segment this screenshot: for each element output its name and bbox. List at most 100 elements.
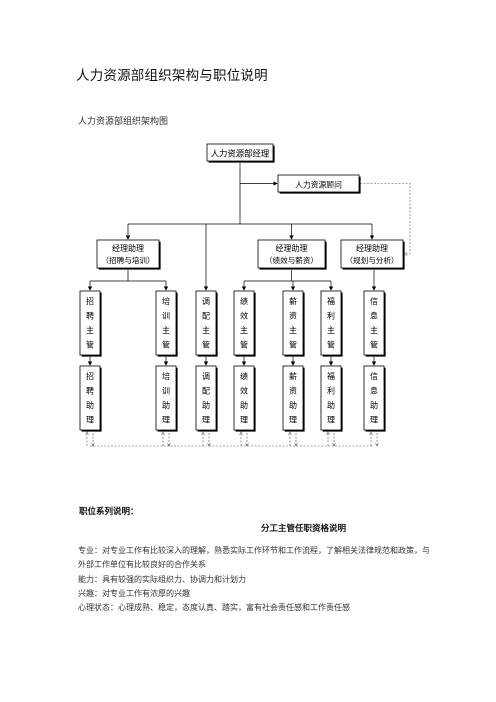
org-chart: 人力资源部经理人力资源顾问经理助理（招聘与培训）经理助理（绩效与薪资）经理助理（… (79, 143, 411, 470)
requirement-interest: 兴趣：对专业工作有浓厚的兴趣 (78, 589, 190, 598)
box-staff-7-char: 助 (370, 400, 378, 410)
requirement-mental-state: 心理状态：心理成熟、稳定，态度认真、踏实，富有社会责任感和工作责任感 (78, 603, 350, 612)
box-staff-2-char: 训 (162, 387, 170, 396)
box-supervisor-6-frame (320, 290, 342, 356)
box-staff-1-char: 聘 (86, 386, 94, 396)
box-assistant-1: 经理助理 （招聘与培训） (96, 239, 161, 270)
chart-caption: 人力资源部组织架构图 (78, 117, 169, 127)
box-supervisor-2-char: 管 (162, 340, 170, 350)
box-supervisor-5-char: 资 (289, 311, 297, 321)
box-supervisor-7-char: 主 (370, 325, 378, 335)
box-supervisor-7-char: 管 (370, 340, 378, 350)
box-staff-3-frame (195, 365, 217, 431)
box-staff-3-char: 调 (202, 372, 210, 381)
box-assistant-1-scope: （招聘与培训） (101, 255, 154, 265)
box-assistant-3-title: 经理助理 (356, 243, 388, 253)
box-staff-6-frame (320, 365, 342, 431)
box-staff-5-frame (282, 365, 304, 431)
box-supervisor-3-char: 管 (202, 340, 210, 350)
box-hr-manager-label: 人力资源部经理 (211, 149, 270, 159)
box-assistant-1-frame (96, 239, 160, 269)
section-label: 职位系列说明： (79, 507, 139, 517)
box-hr-manager-frame (206, 143, 274, 162)
box-staff-7-char: 理 (370, 416, 378, 425)
box-supervisor-6-char: 利 (327, 311, 335, 321)
box-staff-2-char: 理 (162, 416, 170, 425)
box-supervisor-2-char: 培 (162, 296, 170, 306)
box-supervisor-2-frame (155, 290, 177, 356)
requirement-ability: 能力：具有较强的实际组织力、协调力和计划力 (78, 575, 246, 584)
box-staff-6-char: 利 (327, 386, 335, 396)
box-staff-3-char: 助 (202, 400, 210, 410)
box-supervisor-5-frame (282, 290, 304, 356)
box-staff-1-char: 理 (86, 416, 94, 425)
box-supervisor-2-char: 训 (162, 312, 170, 321)
box-supervisor-3-char: 主 (202, 325, 210, 335)
box-staff-2-char: 助 (162, 400, 170, 410)
box-supervisor-2-char: 主 (162, 325, 170, 335)
box-assistant-2-title: 经理助理 (276, 243, 308, 253)
box-assistant-3-frame (340, 239, 404, 269)
box-supervisor-4-char: 主 (240, 325, 248, 335)
dashed-advisor-link (360, 183, 411, 255)
box-supervisor-1-char: 主 (86, 325, 94, 335)
box-supervisor-3-char: 调 (202, 297, 210, 306)
box-supervisor-4-char: 绩 (240, 296, 248, 306)
box-staff-4-char: 助 (240, 400, 248, 410)
box-assistant-1-title: 经理助理 (112, 243, 144, 253)
box-assistant-2: 经理助理（绩效与薪资） (257, 239, 327, 270)
box-supervisor-4-frame (233, 290, 255, 356)
box-staff-4-char: 理 (240, 416, 248, 425)
box-staff-3-char: 理 (202, 416, 210, 425)
box-supervisor-4-char: 效 (240, 311, 248, 321)
box-staff-7-char: 息 (370, 386, 378, 396)
box-supervisor-7-char: 息 (370, 311, 378, 321)
box-supervisor-3-frame (195, 290, 217, 356)
box-staff-4-frame (233, 365, 255, 431)
box-staff-3-char: 配 (202, 387, 210, 396)
box-hr-advisor-label: 人力资源顾问 (295, 180, 342, 190)
box-hr-advisor: 人力资源顾问 (277, 174, 361, 194)
box-staff-6-char: 助 (327, 400, 335, 410)
box-assistant-3: 经理助理 （规划与分析） (340, 239, 405, 270)
box-supervisor-7-frame (363, 290, 385, 356)
box-supervisor-1-char: 管 (86, 340, 94, 350)
box-staff-1-frame (79, 365, 101, 431)
box-assistant-3-scope: （规划与分析） (345, 255, 398, 265)
box-staff-7-char: 信 (370, 371, 378, 381)
page-title: 人力资源部组织架构与职位说明 (76, 68, 268, 84)
box-hr-manager: 人力资源部经理 (206, 143, 275, 163)
box-staff-2-frame (155, 365, 177, 431)
box-supervisor-5-char: 主 (289, 325, 297, 335)
box-staff-5-char: 助 (289, 400, 297, 410)
box-staff-5-char: 薪 (289, 371, 297, 381)
box-staff-6-char: 福 (327, 372, 335, 381)
requirement-professional: 专业：对专业工作有比较深入的理解，熟悉实际工作环节和工作流程，了解相关法律规范和… (78, 546, 430, 570)
box-supervisor-7-char: 信 (370, 296, 378, 306)
box-supervisor-6-char: 管 (327, 340, 335, 350)
box-supervisor-5-char: 管 (289, 340, 297, 350)
box-supervisor-1-frame (79, 290, 101, 356)
box-supervisor-6-char: 福 (327, 297, 335, 306)
box-assistant-2-frame (257, 239, 326, 269)
box-supervisor-5-char: 薪 (289, 296, 297, 306)
box-staff-2-char: 培 (162, 371, 170, 381)
box-staff-1-char: 招 (86, 371, 94, 381)
box-staff-1-char: 助 (86, 400, 94, 410)
section-heading: 分工主管任职资格说明 (261, 524, 347, 534)
box-supervisor-6-char: 主 (327, 325, 335, 335)
box-staff-4-char: 效 (240, 386, 248, 396)
box-supervisor-3-char: 配 (202, 312, 210, 321)
box-staff-7-frame (363, 365, 385, 431)
box-staff-6-char: 理 (327, 416, 335, 425)
